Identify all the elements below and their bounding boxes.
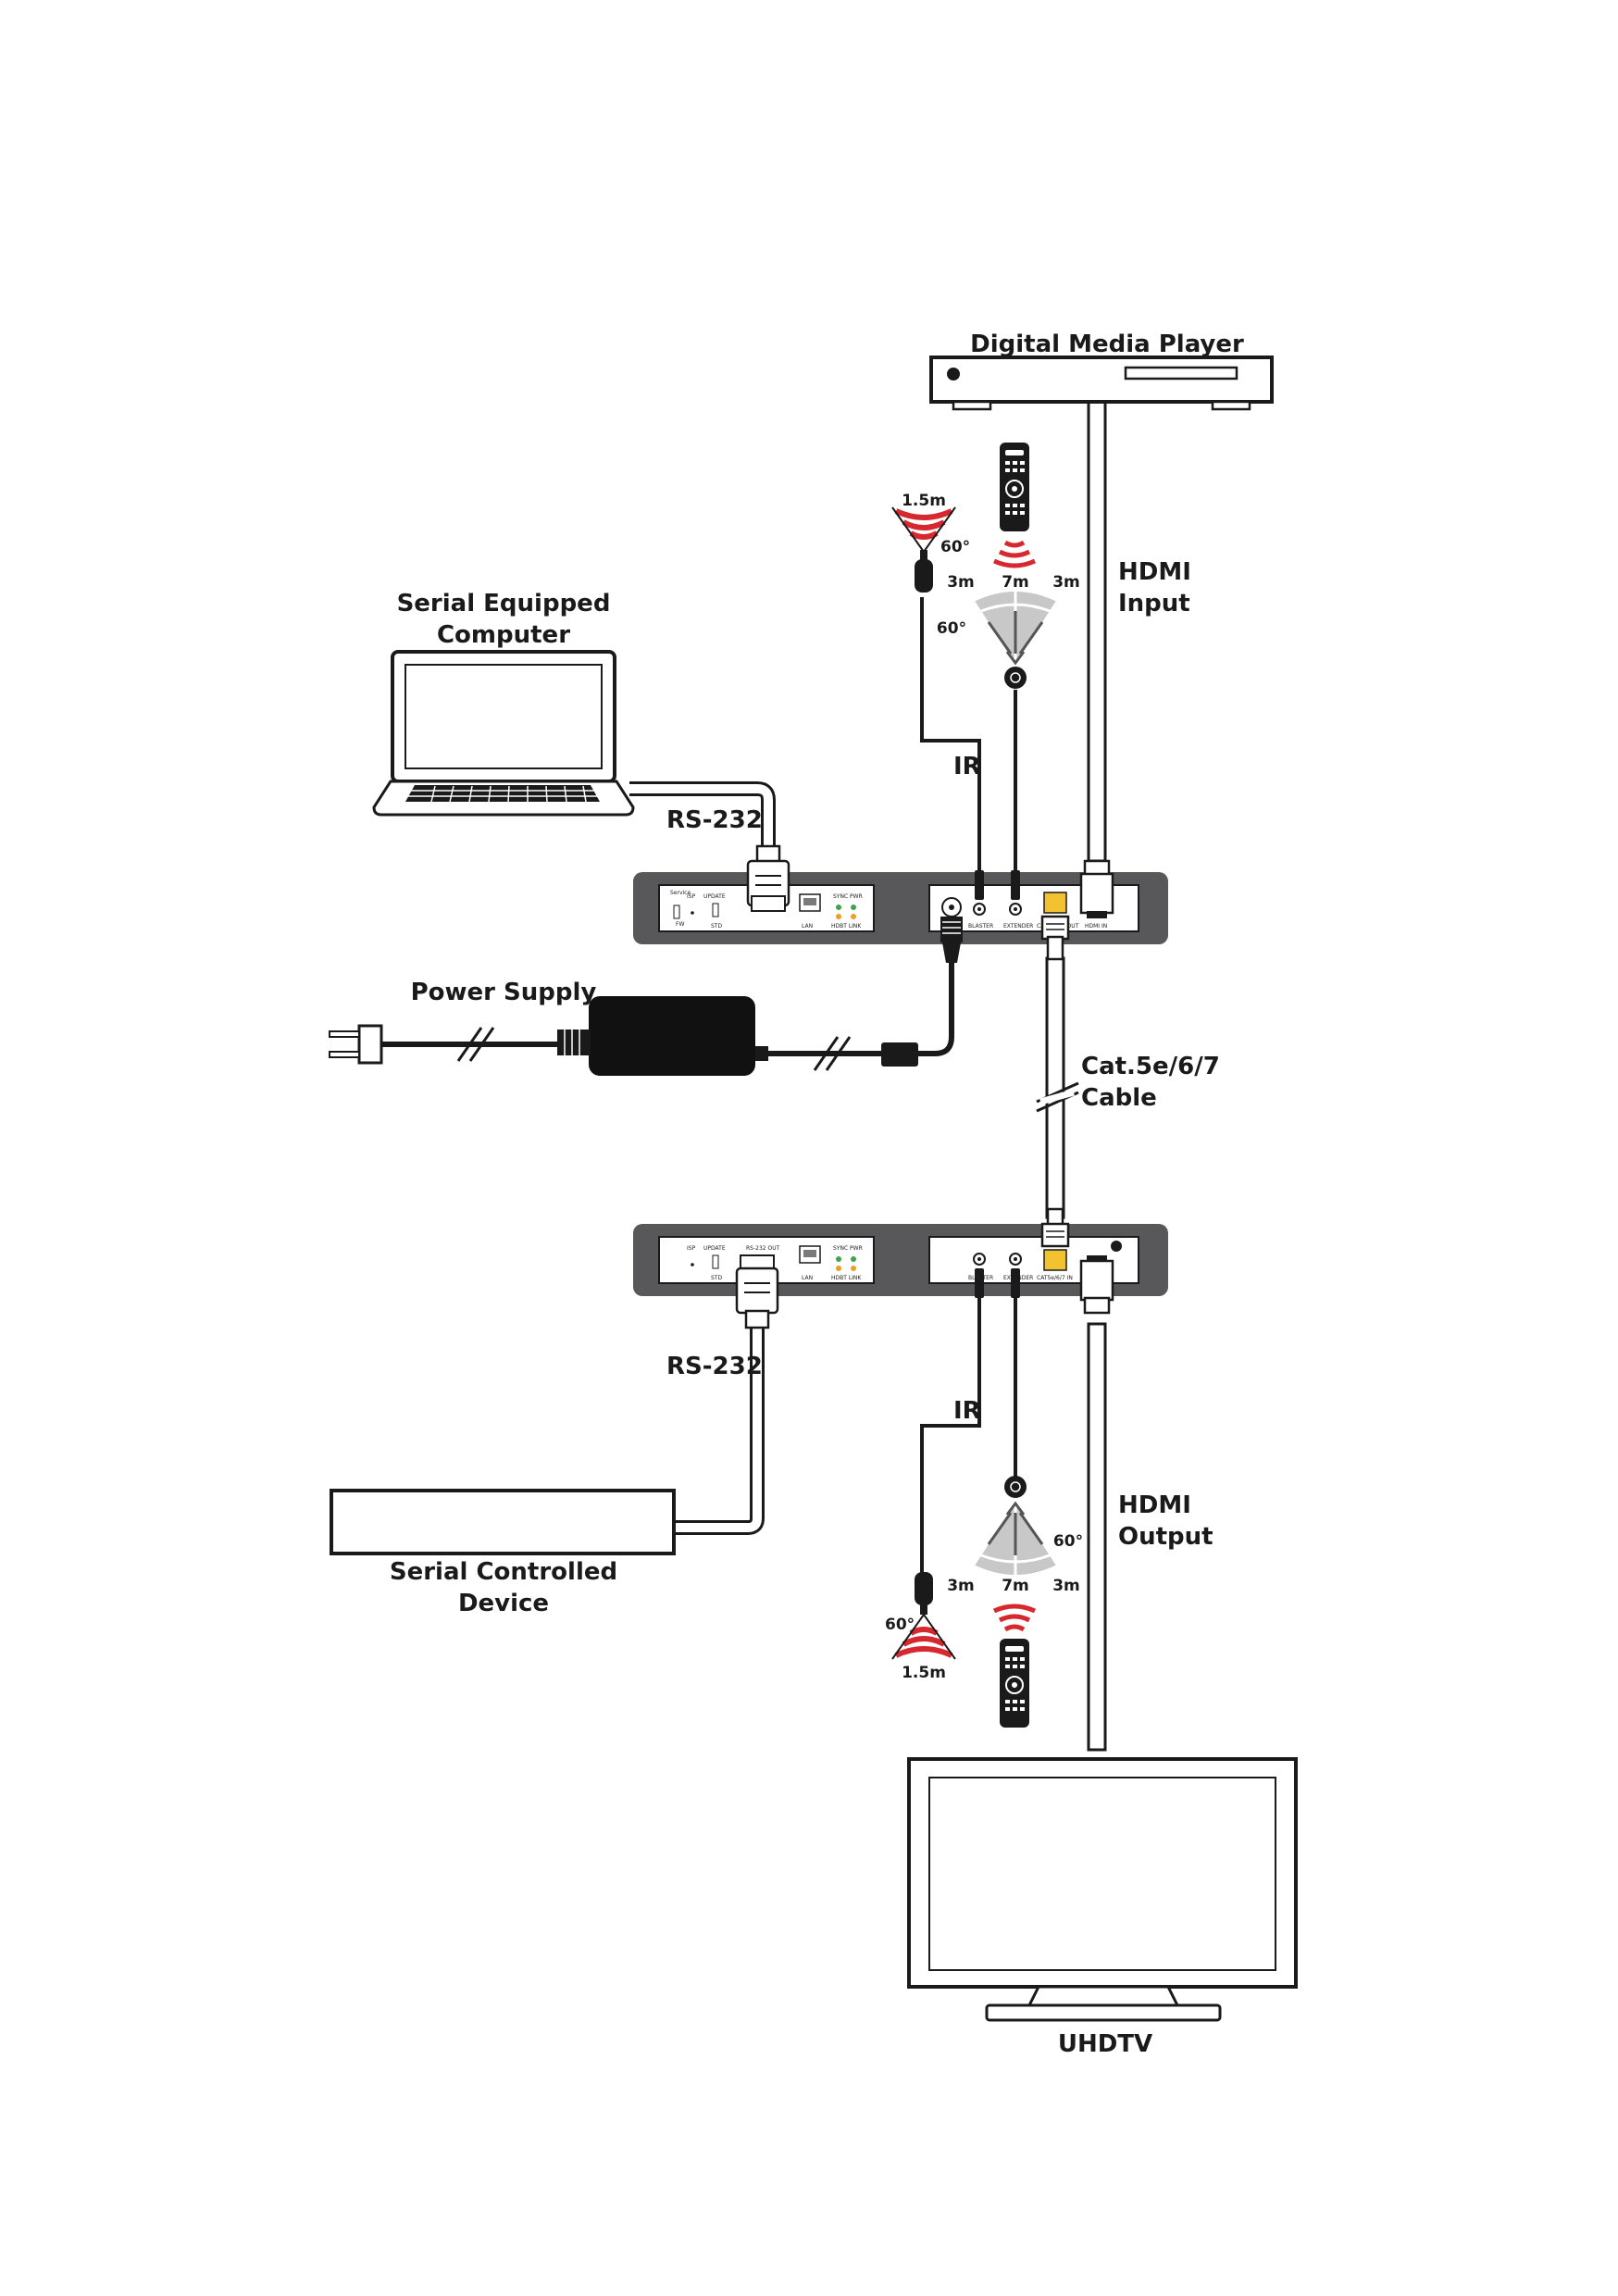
blaster-range-top: 1.5m bbox=[902, 492, 946, 510]
ferrite-core bbox=[881, 1042, 918, 1067]
rx-sync-pwr-text: SYNC PWR bbox=[833, 1245, 863, 1252]
blaster-range-bottom: 1.5m bbox=[902, 1664, 946, 1682]
tx-hdbt-link-text: HDBT LINK bbox=[831, 923, 862, 930]
rx-cat-in-port[interactable] bbox=[1043, 1249, 1067, 1271]
tx-update-text: UPDATE bbox=[703, 893, 726, 900]
laptop bbox=[372, 650, 635, 817]
tx-service-text: Service bbox=[670, 890, 691, 896]
tx-sync-led bbox=[836, 905, 841, 910]
receiver-side-left-top: 3m bbox=[947, 573, 975, 592]
rj45-plug-top bbox=[1040, 915, 1070, 961]
ir-label-bottom: IR bbox=[953, 1397, 981, 1425]
receiver-angle-bottom: 60° bbox=[1053, 1532, 1083, 1551]
tx-cat-out-port[interactable] bbox=[1043, 892, 1067, 914]
remote-control-top bbox=[1000, 443, 1029, 531]
db9-connector-bottom bbox=[735, 1254, 779, 1329]
disc-tray bbox=[1124, 366, 1238, 381]
rs232-label-bottom: RS-232 bbox=[666, 1353, 763, 1380]
receiver-center-top: 7m bbox=[1002, 573, 1029, 592]
hdmi-input-cable bbox=[1087, 396, 1107, 863]
power-supply-label: Power Supply bbox=[411, 979, 597, 1006]
computer-label-2: Computer bbox=[437, 621, 570, 649]
tx-ir-blaster-text: BLASTER bbox=[968, 923, 993, 930]
power-adapter bbox=[557, 996, 768, 1076]
uhdtv bbox=[907, 1757, 1298, 2022]
rx-rs232-out-text: RS-232 OUT bbox=[746, 1245, 780, 1252]
ir-plugs-bottom bbox=[975, 1268, 1020, 1298]
tx-ir-extender-text: EXTENDER bbox=[1003, 923, 1033, 930]
rs232-label-top: RS-232 bbox=[666, 806, 763, 834]
cable-label-2: Cable bbox=[1081, 1084, 1157, 1112]
digital-media-player bbox=[929, 356, 1274, 411]
laptop-screen bbox=[404, 664, 603, 769]
ir-label-top: IR bbox=[953, 753, 981, 780]
receiver-center-bottom: 7m bbox=[1002, 1577, 1029, 1595]
hdmi-output-label-2: Output bbox=[1118, 1523, 1214, 1551]
rx-std-text: STD bbox=[711, 1275, 722, 1281]
tx-hdmi-in-text: HDMI IN bbox=[1085, 923, 1107, 930]
receiver-side-right-top: 3m bbox=[1052, 573, 1080, 592]
hdmi-input-label-1: HDMI bbox=[1118, 558, 1191, 586]
tv-screen bbox=[928, 1777, 1276, 1971]
ir-receiver-fan-top bbox=[972, 589, 1059, 689]
cable-label-1: Cat.5e/6/7 bbox=[1081, 1053, 1220, 1080]
receiver-angle-top: 60° bbox=[937, 619, 966, 638]
blaster-angle-top: 60° bbox=[940, 538, 970, 556]
rx-hdbt-link-text: HDBT LINK bbox=[831, 1275, 862, 1281]
serial-device-label-1: Serial Controlled bbox=[390, 1558, 617, 1586]
rx-cat-in-text: CAT5e/6/7 IN bbox=[1037, 1275, 1073, 1281]
hdmi-output-label-1: HDMI bbox=[1118, 1491, 1191, 1519]
power-led bbox=[947, 368, 960, 381]
tx-isp-text: ISP bbox=[687, 893, 696, 900]
tv-stand bbox=[1027, 1985, 1180, 2007]
power-cable bbox=[759, 935, 954, 1056]
rx-dc-port[interactable] bbox=[1111, 1241, 1122, 1252]
hdmi-output-cable bbox=[1087, 1322, 1107, 1752]
ir-blaster-cable-top bbox=[920, 597, 981, 875]
hdmi-plug-top bbox=[1079, 859, 1114, 918]
remote-control-bottom bbox=[1000, 1639, 1029, 1728]
media-player-label: Digital Media Player bbox=[970, 331, 1244, 358]
power-cable-break-marks bbox=[456, 1027, 852, 1071]
ir-plugs-top bbox=[975, 870, 1020, 900]
hdmi-plug-bottom bbox=[1079, 1255, 1114, 1315]
rx-isp-text: ISP bbox=[687, 1245, 696, 1252]
receiver-side-right-bottom: 3m bbox=[1052, 1577, 1080, 1595]
computer-label-1: Serial Equipped bbox=[397, 590, 611, 618]
remote-signal-bottom bbox=[992, 1603, 1037, 1632]
ir-blaster-emitter-top bbox=[891, 506, 956, 593]
tv-label: UHDTV bbox=[1058, 2030, 1152, 2058]
cat-cable bbox=[1036, 956, 1079, 1219]
tx-fw-text: FW bbox=[676, 921, 684, 928]
rx-update-text: UPDATE bbox=[703, 1245, 726, 1252]
remote-signal-top bbox=[992, 540, 1037, 568]
receiver-side-left-bottom: 3m bbox=[947, 1577, 975, 1595]
dc-plug bbox=[940, 917, 963, 963]
db9-connector-top bbox=[746, 844, 790, 912]
tx-std-text: STD bbox=[711, 923, 722, 930]
ir-receiver-fan-bottom bbox=[972, 1476, 1059, 1578]
ir-blaster-cable-bottom bbox=[920, 1282, 981, 1574]
rj45-plug-bottom bbox=[1040, 1207, 1070, 1248]
rx-pwr-led bbox=[851, 1256, 856, 1262]
laptop-keyboard bbox=[405, 785, 600, 802]
tx-pwr-led bbox=[851, 905, 856, 910]
rx-lan-text: LAN bbox=[802, 1275, 813, 1281]
blaster-angle-bottom: 60° bbox=[885, 1616, 915, 1634]
serial-device-label-2: Device bbox=[458, 1590, 549, 1617]
tx-lan-text: LAN bbox=[802, 923, 813, 930]
serial-controlled-device bbox=[330, 1489, 676, 1555]
ir-blaster-emitter-bottom bbox=[891, 1572, 956, 1660]
power-plug bbox=[329, 1024, 383, 1065]
hdmi-input-label-2: Input bbox=[1118, 590, 1190, 618]
rx-sync-led bbox=[836, 1256, 841, 1262]
tx-sync-pwr-text: SYNC PWR bbox=[833, 893, 863, 900]
